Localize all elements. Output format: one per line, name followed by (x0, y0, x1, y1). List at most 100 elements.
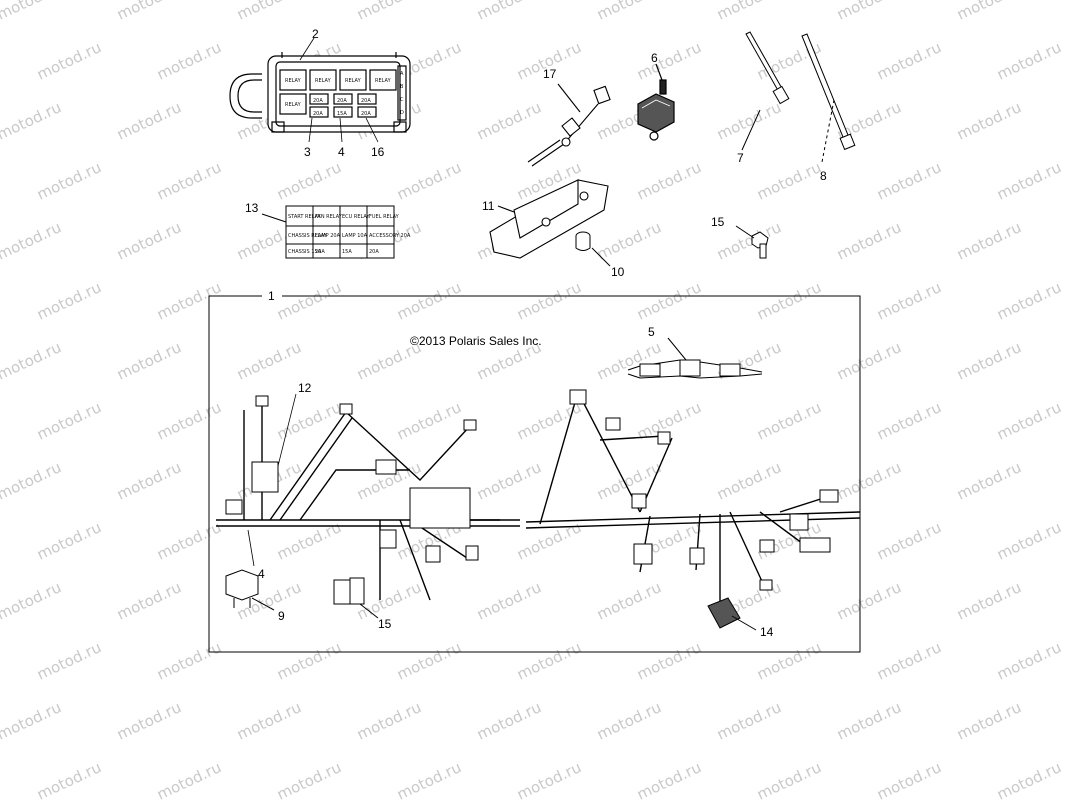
bolt-part (735, 225, 769, 259)
watermark-text: motod.ru (234, 698, 304, 743)
watermark-text: motod.ru (834, 338, 904, 383)
fuse-label: 20A (313, 98, 323, 104)
callout-8: 8 (820, 169, 827, 183)
watermark-text: motod.ru (954, 218, 1024, 263)
decal-cell: 20A (315, 249, 325, 255)
watermark-text: motod.ru (274, 398, 344, 443)
watermark-text: motod.ru (154, 758, 224, 803)
watermark-text: motod.ru (634, 758, 704, 803)
harness-frame (208, 295, 861, 653)
callout-16: 15 (378, 617, 392, 631)
callout-labels: 2 3 4 16 17 6 7 8 13 11 15 10 1 5 12 4 9… (245, 27, 827, 639)
watermark-text: motod.ru (954, 98, 1024, 143)
watermark-text: motod.ru (594, 218, 664, 263)
watermark-text: motod.ru (0, 458, 64, 503)
cable-tie-long (801, 33, 856, 163)
watermark-text: motod.ru (874, 638, 944, 683)
callout-11: 11 (482, 199, 495, 213)
callout-5: 5 (648, 325, 655, 339)
watermark-text: motod.ru (594, 338, 664, 383)
watermark-text: motod.ru (114, 578, 184, 623)
watermark-text: motod.ru (754, 158, 824, 203)
watermark-text: motod.ru (514, 638, 584, 683)
callout-15: 15 (711, 215, 725, 229)
watermark-text: motod.ru (0, 338, 64, 383)
watermark-text: motod.ru (34, 158, 104, 203)
watermark-text: motod.ru (0, 0, 64, 24)
watermark-text: motod.ru (754, 278, 824, 323)
watermark-text: motod.ru (874, 758, 944, 803)
watermark-text: motod.ru (394, 158, 464, 203)
watermark-text: motod.ru (34, 398, 104, 443)
watermark-text: motod.ru (34, 518, 104, 563)
watermark-text: motod.ru (34, 638, 104, 683)
watermark-text: motod.ru (274, 518, 344, 563)
fuse-label: 20A (313, 111, 323, 117)
watermark-text: motod.ru (154, 398, 224, 443)
side-letter: A (400, 71, 404, 77)
watermark-text: motod.ru (114, 458, 184, 503)
callout-4-lower: 4 (258, 567, 265, 581)
watermark-text: motod.ru (274, 158, 344, 203)
watermark-text: motod.ru (994, 518, 1064, 563)
relay-label: RELAY (285, 78, 302, 84)
watermark-text: motod.ru (594, 578, 664, 623)
cable-tie-short (741, 31, 790, 151)
watermark-text: motod.ru (994, 38, 1064, 83)
watermark-text: motod.ru (874, 158, 944, 203)
connector-block-part (707, 597, 757, 631)
watermark-text: motod.ru (274, 638, 344, 683)
watermark-text: motod.ru (834, 458, 904, 503)
watermark-text: motod.ru (474, 98, 544, 143)
watermark-text: motod.ru (474, 0, 544, 24)
watermark-text: motod.ru (34, 758, 104, 803)
relay-label: RELAY (375, 78, 392, 84)
watermark-text: motod.ru (514, 758, 584, 803)
watermark-text: motod.ru (714, 0, 784, 24)
watermark-text: motod.ru (114, 218, 184, 263)
watermark-text: motod.ru (154, 518, 224, 563)
side-letter: C (400, 97, 404, 103)
watermark-text: motod.ru (634, 638, 704, 683)
callout-4: 4 (338, 145, 345, 159)
fuse-label: 20A (337, 98, 347, 104)
watermark-text: motod.ru (234, 0, 304, 24)
copyright-text: ©2013 Polaris Sales Inc. (410, 334, 542, 348)
watermark-text: motod.ru (354, 0, 424, 24)
watermark-text: motod.ru (994, 758, 1064, 803)
watermark-text: motod.ru (874, 518, 944, 563)
watermark-text: motod.ru (754, 638, 824, 683)
callout-13: 13 (245, 201, 259, 215)
watermark-text: motod.ru (514, 518, 584, 563)
fuse-box-leaders (299, 37, 379, 143)
bracket-part (489, 179, 609, 259)
watermark-text: motod.ru (154, 638, 224, 683)
decal-cell: FAN RELAY (315, 214, 343, 220)
watermark-text: motod.ru (874, 398, 944, 443)
watermark-text: motod.ru (234, 338, 304, 383)
watermark-text: motod.ru (354, 698, 424, 743)
watermark-text: motod.ru (474, 458, 544, 503)
watermark-text: motod.ru (714, 218, 784, 263)
watermark-text: motod.ru (954, 578, 1024, 623)
watermark-text: motod.ru (714, 458, 784, 503)
watermark-text: motod.ru (514, 278, 584, 323)
watermark-text: motod.ru (874, 38, 944, 83)
decal-cell: 15A (342, 249, 352, 255)
watermark-text: motod.ru (834, 578, 904, 623)
fuse-label: 15A (337, 111, 347, 117)
extension-harness (627, 337, 763, 379)
watermark-text: motod.ru (634, 158, 704, 203)
watermark-text: motod.ru (994, 638, 1064, 683)
watermark-text: motod.ru (874, 278, 944, 323)
watermark-text: motod.ru (114, 698, 184, 743)
fuse-holder-part (333, 577, 379, 619)
decal-cell: ECU RELAY (342, 214, 370, 220)
watermark-text: motod.ru (394, 398, 464, 443)
side-letter: D (400, 110, 404, 116)
watermark-text: motod.ru (754, 398, 824, 443)
side-letter: B (400, 84, 404, 90)
callout-3: 3 (304, 145, 311, 159)
